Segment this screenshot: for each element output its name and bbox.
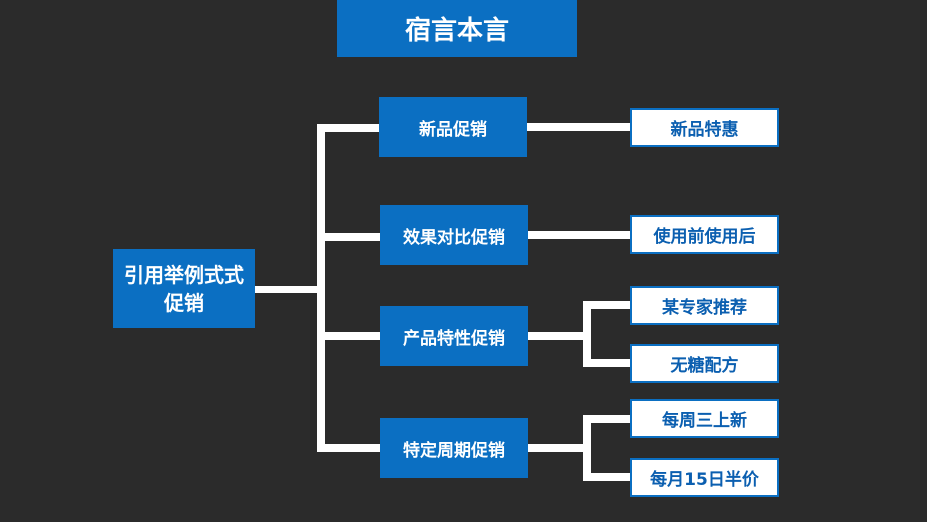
leaf-node: 每周三上新 <box>630 399 779 438</box>
connector-branch-3-leaf-2 <box>583 359 631 367</box>
connector-branch-1-leaf <box>527 123 631 131</box>
connector-branch-2-leaf <box>527 231 631 239</box>
connector-branch-3-stem <box>527 332 589 340</box>
connector-root-to-bracket <box>255 286 321 293</box>
connector-branch-3-vertical <box>583 301 591 367</box>
root-node: 引用举例式式促销 <box>113 249 255 328</box>
connector-branch-4-vertical <box>583 415 591 481</box>
connector-branch-4-leaf-1 <box>583 415 631 423</box>
leaf-node: 新品特惠 <box>630 108 779 147</box>
connector-to-branch-2 <box>317 233 380 241</box>
connector-branch-4-leaf-2 <box>583 473 631 481</box>
connector-branch-3-leaf-1 <box>583 301 631 309</box>
page-title: 宿言本言 <box>337 0 577 57</box>
connector-to-branch-4 <box>317 444 380 452</box>
leaf-node: 某专家推荐 <box>630 286 779 325</box>
connector-main-vertical <box>317 124 325 452</box>
connector-to-branch-1 <box>317 124 380 132</box>
leaf-node: 每月15日半价 <box>630 458 779 497</box>
leaf-node: 使用前使用后 <box>630 215 779 254</box>
branch-node-specific-period: 特定周期促销 <box>380 418 528 478</box>
branch-node-effect-comparison: 效果对比促销 <box>380 205 528 265</box>
leaf-node: 无糖配方 <box>630 344 779 383</box>
branch-node-new-product: 新品促销 <box>379 97 527 157</box>
connector-to-branch-3 <box>317 332 380 340</box>
connector-branch-4-stem <box>527 444 589 452</box>
branch-node-product-feature: 产品特性促销 <box>380 306 528 366</box>
